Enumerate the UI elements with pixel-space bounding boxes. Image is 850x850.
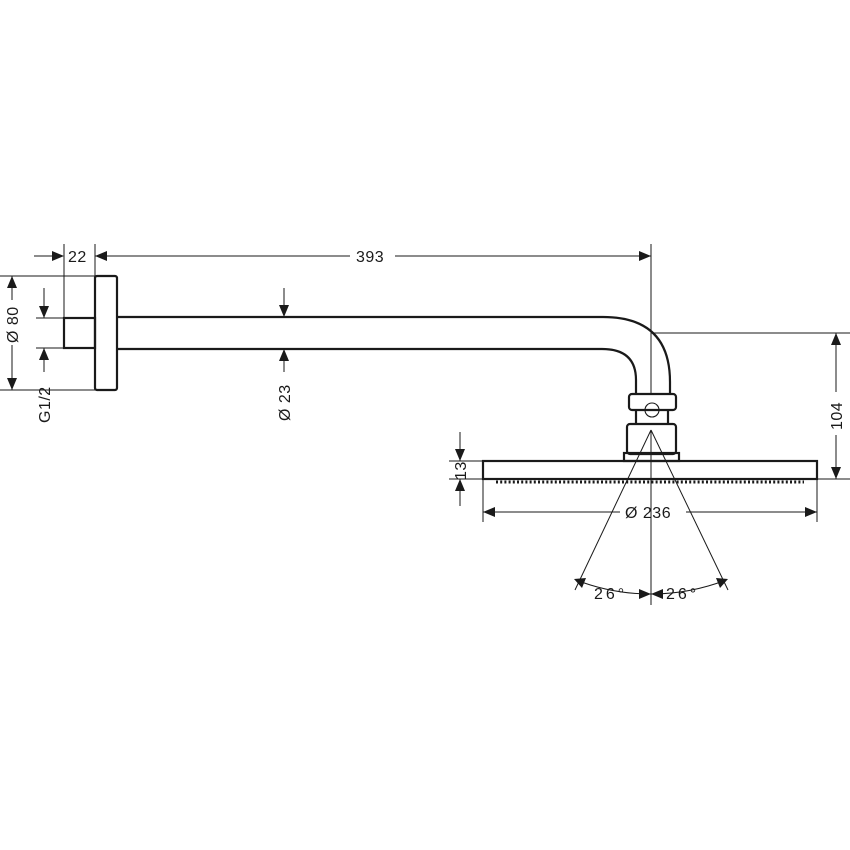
head-diameter-label: Ø 236 bbox=[625, 505, 671, 522]
swivel-nut-upper bbox=[627, 392, 678, 412]
arm-tube bbox=[117, 315, 672, 394]
dim-flange-diameter: Ø 80 bbox=[5, 276, 22, 390]
arm-tube-inner bbox=[117, 347, 638, 394]
dim-thread: G1/2 bbox=[37, 288, 54, 423]
arm-diameter-label: Ø 23 bbox=[277, 384, 294, 421]
thread-label: G1/2 bbox=[37, 386, 54, 423]
dim-arm-length: 393 bbox=[95, 249, 651, 266]
extension-lines bbox=[0, 244, 850, 605]
dim-head-diameter: Ø 236 bbox=[483, 505, 817, 522]
shower-head-plate bbox=[481, 459, 819, 481]
head-thickness-label: 13 bbox=[453, 461, 470, 480]
thread-nipple bbox=[62, 316, 97, 350]
dim-arm-diameter: Ø 23 bbox=[277, 288, 294, 421]
drop-height-label: 104 bbox=[829, 402, 846, 430]
spray-angle-left-label: 26° bbox=[594, 586, 627, 603]
dim-head-thickness: 13 bbox=[453, 432, 470, 506]
dim-flange-depth: 22 bbox=[34, 249, 117, 266]
dim-spray-angles: 26° 26° bbox=[574, 578, 728, 603]
shower-arm-assembly bbox=[62, 274, 819, 484]
spray-angle-right-label: 26° bbox=[666, 586, 699, 603]
swivel-neck bbox=[634, 410, 670, 424]
flange-diameter-label: Ø 80 bbox=[5, 306, 22, 343]
dim-drop-height: 104 bbox=[829, 333, 846, 479]
wall-flange bbox=[93, 274, 119, 392]
flange-depth-label: 22 bbox=[68, 249, 87, 266]
arm-length-label: 393 bbox=[356, 249, 384, 266]
swivel-ball bbox=[644, 402, 660, 418]
